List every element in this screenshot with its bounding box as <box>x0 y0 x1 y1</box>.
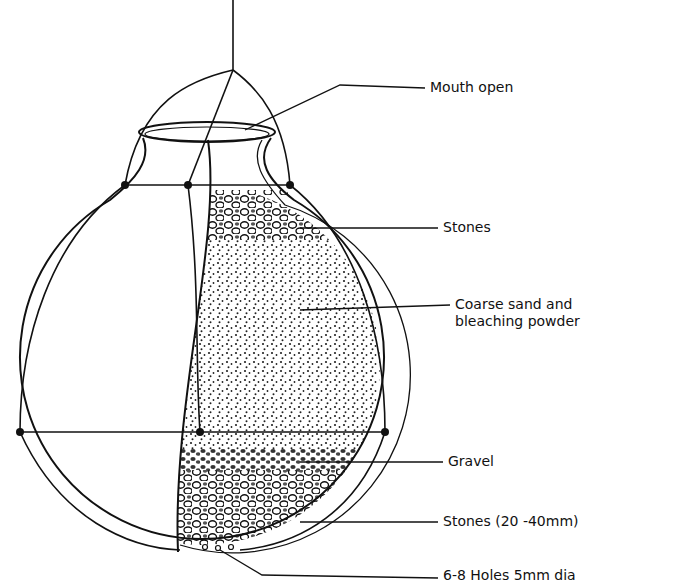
part-label: Stones <box>443 219 491 236</box>
part-label: Stones (20 -40mm) <box>443 513 579 530</box>
part-label: Gravel <box>448 453 494 470</box>
part-label: Coarse sand and bleaching powder <box>455 296 615 330</box>
part-label: 6-8 Holes 5mm dia <box>443 567 576 584</box>
part-label: Mouth open <box>430 79 513 96</box>
